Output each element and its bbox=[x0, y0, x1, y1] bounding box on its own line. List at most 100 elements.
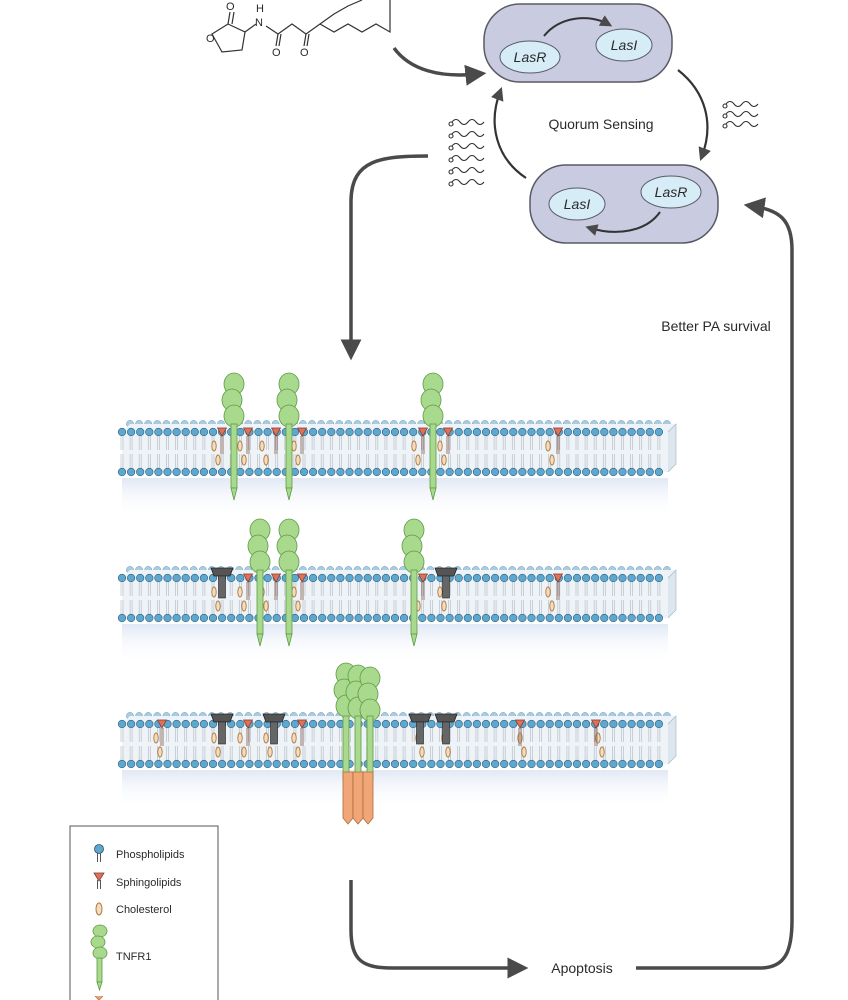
phospholipid-head bbox=[636, 467, 645, 477]
phospholipid-head bbox=[627, 467, 636, 477]
phospholipid-head bbox=[190, 467, 199, 477]
arrow-bottom-to-top-cell bbox=[491, 87, 527, 179]
phospholipid-head bbox=[127, 427, 136, 437]
phospholipid-head bbox=[381, 759, 391, 769]
ahl-signal-icons-right bbox=[722, 100, 759, 129]
phospholipid-head bbox=[427, 759, 436, 769]
phospholipid-head bbox=[572, 573, 582, 583]
phospholipid-head bbox=[463, 467, 472, 477]
phospholipid-head bbox=[609, 573, 618, 583]
phospholipid-head bbox=[454, 719, 463, 729]
svg-text:O: O bbox=[300, 47, 309, 59]
phospholipid-head bbox=[627, 613, 636, 623]
ceramide-platform-stem bbox=[218, 721, 226, 745]
phospholipid-head bbox=[491, 759, 500, 769]
cholesterol bbox=[153, 732, 159, 744]
cholesterol bbox=[237, 732, 243, 744]
phospholipid-head bbox=[236, 427, 245, 437]
phospholipid-head bbox=[354, 467, 363, 477]
phospholipid-head bbox=[618, 427, 627, 437]
phospholipid-head bbox=[236, 719, 245, 729]
cholesterol bbox=[291, 586, 297, 598]
ceramide-platform-head bbox=[210, 713, 234, 723]
bacterial-cell-bottom: LasI LasR bbox=[529, 164, 719, 244]
arrow-qs-to-membrane bbox=[340, 154, 429, 361]
phospholipid-head bbox=[527, 467, 536, 477]
phospholipid-head bbox=[481, 467, 491, 477]
phospholipid-head bbox=[372, 613, 381, 623]
phospholipid-head bbox=[572, 719, 582, 729]
cholesterol bbox=[211, 732, 217, 744]
cholesterol bbox=[545, 440, 551, 452]
cholesterol bbox=[441, 454, 447, 466]
phospholipid-head bbox=[172, 427, 181, 437]
membrane-stage-1 bbox=[117, 372, 677, 518]
sphingolipid-head bbox=[296, 719, 308, 729]
phospholipid-head bbox=[154, 759, 163, 769]
phospholipid-head bbox=[145, 427, 154, 437]
phospholipid-head bbox=[190, 573, 199, 583]
ceramide-platform-head bbox=[262, 713, 286, 723]
phospholipid-head bbox=[518, 573, 527, 583]
phospholipid-head bbox=[491, 573, 500, 583]
phospholipid-head bbox=[509, 719, 518, 729]
cholesterol bbox=[549, 454, 555, 466]
tnfr1-cluster bbox=[333, 662, 381, 825]
phospholipid-head bbox=[572, 427, 582, 437]
phospholipid-head bbox=[472, 613, 482, 623]
phospholipid-head bbox=[436, 613, 445, 623]
tnfr1-tail bbox=[410, 633, 418, 647]
phospholipid-head bbox=[481, 427, 491, 437]
phospholipid-head bbox=[163, 573, 172, 583]
phospholipid-head bbox=[199, 613, 208, 623]
phospholipid-head bbox=[472, 467, 482, 477]
phospholipid-head bbox=[345, 467, 354, 477]
phospholipid-head bbox=[627, 759, 636, 769]
phospholipid-head bbox=[254, 427, 263, 437]
tnfr1-receptor bbox=[420, 372, 444, 501]
phospholipid-head bbox=[636, 573, 645, 583]
tnfr1-transmembrane bbox=[230, 423, 238, 489]
phospholipid-head bbox=[181, 759, 190, 769]
phospholipid-head bbox=[436, 759, 445, 769]
cholesterol bbox=[441, 600, 447, 612]
tnfr1-receptor bbox=[276, 372, 300, 501]
cholesterol bbox=[263, 732, 269, 744]
cholesterol bbox=[517, 732, 523, 744]
ceramide-platform-head bbox=[210, 567, 234, 577]
phospholipid-head bbox=[163, 613, 172, 623]
phospholipid-head bbox=[518, 427, 527, 437]
phospholipid-head bbox=[390, 759, 400, 769]
tnfr1-receptor bbox=[401, 518, 425, 647]
phospholipid-head bbox=[472, 427, 482, 437]
phospholipid-head bbox=[127, 613, 136, 623]
phospholipid-head bbox=[263, 573, 272, 583]
phospholipid-head bbox=[527, 427, 536, 437]
phospholipid-head bbox=[518, 467, 527, 477]
phospholipid-head bbox=[336, 467, 345, 477]
phospholipid-head bbox=[636, 613, 645, 623]
phospholipid-head bbox=[136, 719, 145, 729]
phospholipid-head bbox=[563, 427, 573, 437]
phospholipid-head bbox=[463, 427, 472, 437]
phospholipid-head bbox=[581, 467, 591, 477]
phospholipid-head bbox=[227, 613, 236, 623]
ahl-molecule-structure: O O N H O O bbox=[206, 0, 391, 59]
phospholipid-head bbox=[272, 467, 281, 477]
phospholipid-head bbox=[400, 719, 409, 729]
phospholipid-head bbox=[327, 573, 336, 583]
membrane-shadow bbox=[122, 770, 668, 810]
tnfr1-receptor bbox=[221, 372, 245, 501]
phospholipid-head bbox=[227, 759, 236, 769]
arrow-top-to-bottom-cell bbox=[677, 69, 711, 161]
phospholipid-head bbox=[299, 613, 309, 623]
membrane-stages bbox=[117, 372, 677, 825]
sphingolipid-head bbox=[242, 427, 254, 437]
sphingolipid-head bbox=[552, 573, 564, 583]
bacterial-cell-top: LasR LasI bbox=[483, 3, 673, 83]
svg-text:H: H bbox=[256, 3, 264, 15]
tnfr1-receptor bbox=[276, 518, 300, 647]
tnfr1-tail bbox=[256, 633, 264, 647]
phospholipid-head bbox=[363, 427, 372, 437]
bilayer-body bbox=[122, 424, 676, 472]
